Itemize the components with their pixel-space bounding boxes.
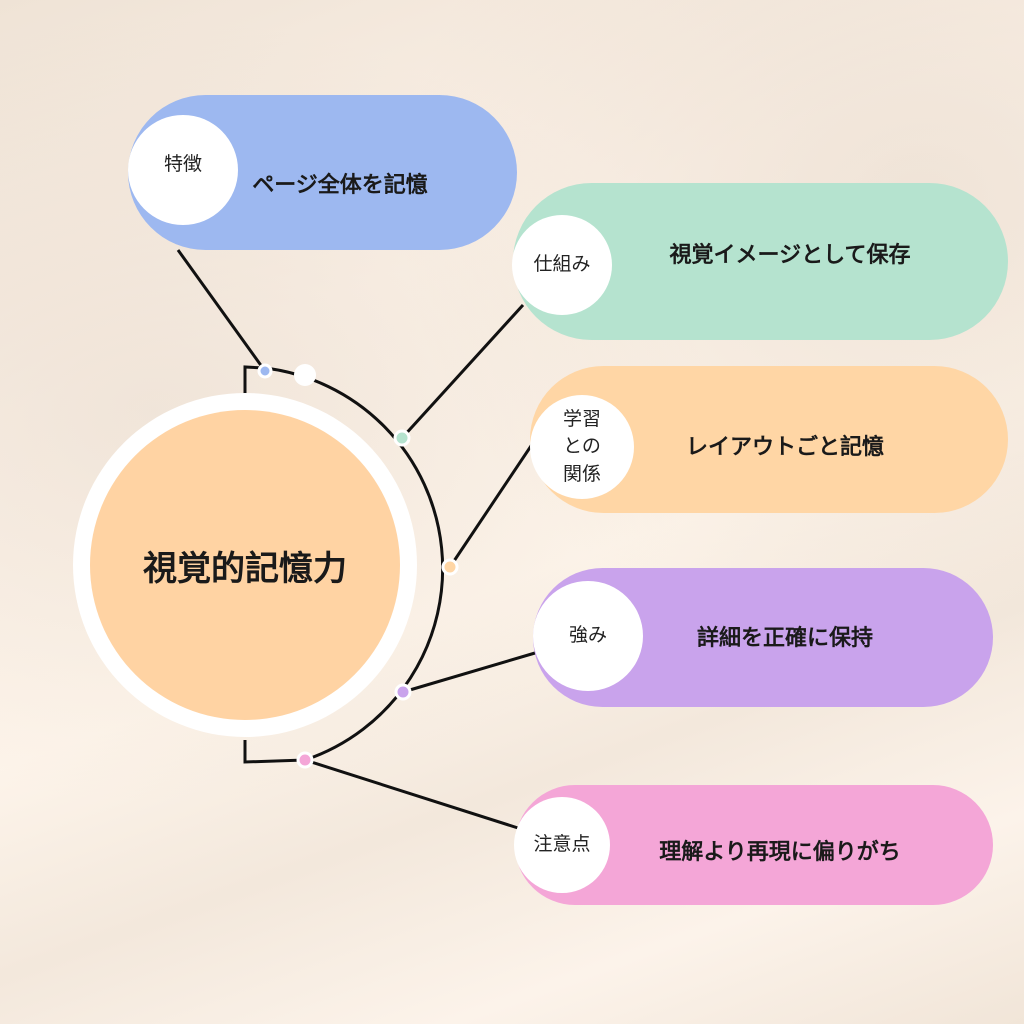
- node-dot-4: [394, 683, 412, 701]
- branch-learning-text: レイアウトごと記憶: [685, 435, 885, 460]
- branch-caution-text: 理解より再現に偏りがち: [659, 840, 901, 865]
- node-dot-white: [294, 364, 316, 386]
- center-node: 視覚的記憶力: [90, 410, 400, 720]
- node-dot-1: [257, 363, 273, 379]
- branch-features-tag: 特徴: [128, 115, 238, 225]
- center-label: 視覚的記憶力: [143, 548, 347, 589]
- main-arc: [243, 365, 445, 764]
- node-dot-5: [296, 751, 314, 769]
- node-dot-2: [393, 429, 411, 447]
- connector-3: [448, 439, 537, 568]
- branch-mechanism-text: 視覚イメージとして保存: [669, 243, 911, 268]
- branch-caution-tag: 注意点: [514, 797, 610, 893]
- branch-mechanism-tag: 仕組み: [512, 215, 612, 315]
- connector-4: [402, 651, 536, 694]
- branch-learning-tag: 学習 との 関係: [530, 395, 634, 499]
- node-dot-3: [441, 558, 459, 576]
- connector-2: [400, 303, 525, 440]
- connector-1: [176, 249, 267, 372]
- branch-strength-text: 詳細を正確に保持: [696, 626, 874, 651]
- branch-features-text: ページ全体を記憶: [252, 173, 428, 198]
- connector-5: [304, 758, 519, 830]
- branch-strength-tag: 強み: [533, 581, 643, 691]
